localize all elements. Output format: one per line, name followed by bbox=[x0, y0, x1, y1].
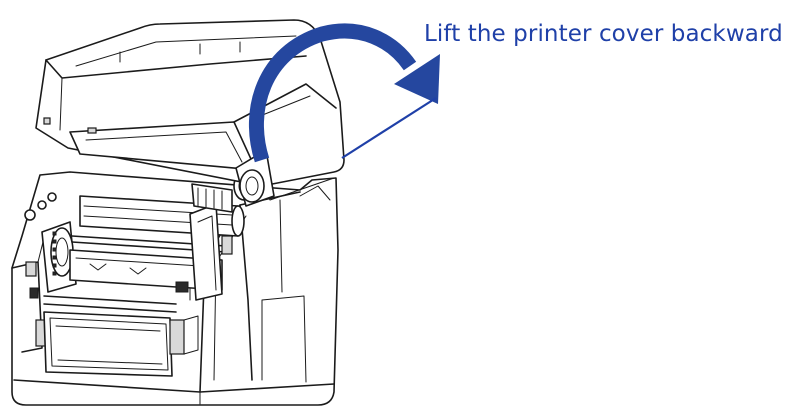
printer-base bbox=[11, 171, 339, 406]
leader-line bbox=[341, 97, 437, 159]
instruction-label: Lift the printer cover backward bbox=[424, 21, 783, 47]
curved-arrow-icon bbox=[248, 23, 440, 163]
